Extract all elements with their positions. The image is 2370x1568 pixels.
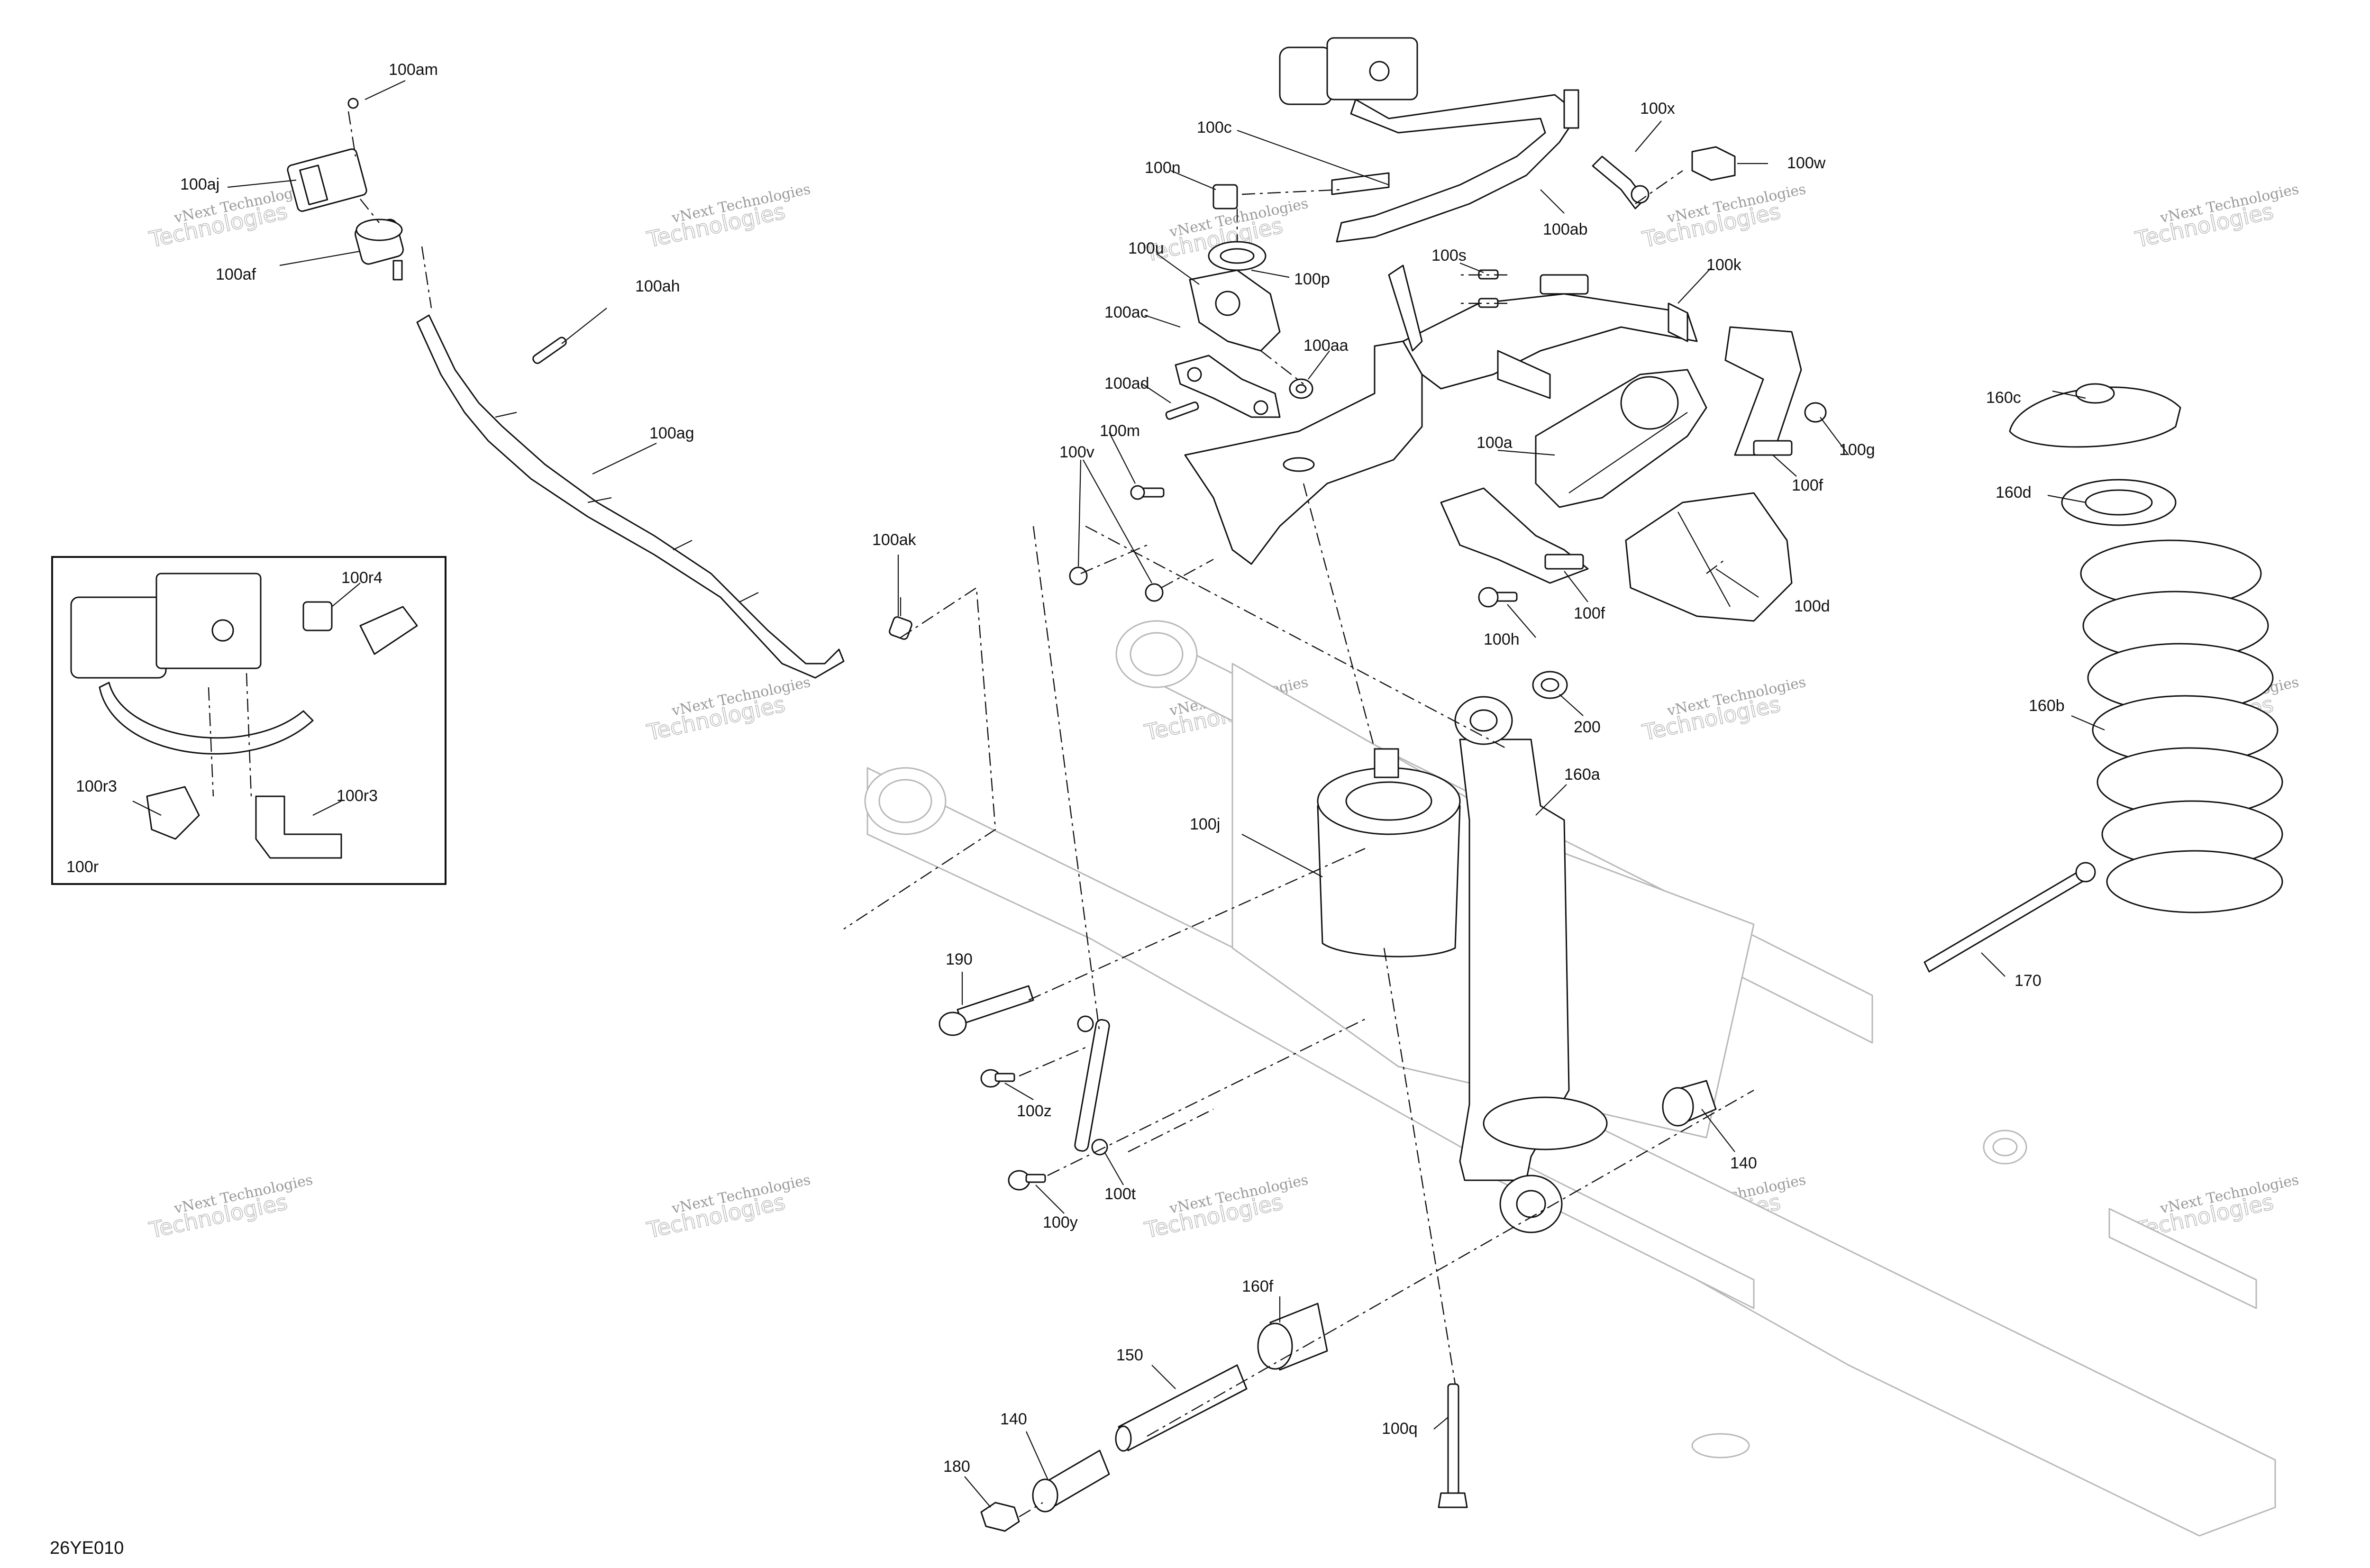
callouts: 100am 100aj 100af 100ah 100ag 100ak 100c…: [66, 61, 2065, 1476]
clamp-100f-rear: [1724, 326, 1802, 456]
callout-160b: 160b: [2029, 697, 2065, 715]
callout-100r4: 100r4: [341, 569, 383, 587]
callout-100y: 100y: [1043, 1213, 1078, 1231]
elbow-100x: [1592, 155, 1650, 210]
callout-100p: 100p: [1294, 270, 1330, 288]
callout-180: 180: [943, 1458, 970, 1476]
callout-100s: 100s: [1431, 246, 1467, 264]
nut-180: [980, 1502, 1020, 1532]
callout-100ah: 100ah: [635, 277, 680, 295]
callout-160d: 160d: [1996, 483, 2032, 501]
bushing-140-right: [1662, 1080, 1717, 1127]
callout-140-left: 140: [1000, 1410, 1027, 1428]
screw-100y: [1008, 1170, 1046, 1191]
callout-160a: 160a: [1564, 766, 1600, 784]
link-100ac: [1175, 355, 1281, 418]
screws-100s: [1478, 269, 1499, 308]
shield-100d: [1625, 492, 1793, 622]
nut-100aa: [1289, 378, 1313, 399]
clamp-100f-front: [1440, 487, 1589, 584]
callout-100w: 100w: [1787, 154, 1826, 172]
bolt-170: [1923, 862, 2096, 973]
callout-100v: 100v: [1059, 443, 1094, 461]
fitting-100af: [355, 219, 404, 281]
callout-100g: 100g: [1839, 441, 1875, 459]
coil-spring-160b: [2080, 539, 2283, 913]
callout-100am: 100am: [389, 61, 438, 79]
callout-100t: 100t: [1104, 1185, 1136, 1203]
bracket-100u: [1189, 269, 1281, 352]
screws-100v: [1069, 566, 1164, 602]
callout-100ad: 100ad: [1104, 374, 1149, 392]
callout-100u: 100u: [1128, 239, 1164, 257]
callout-100a: 100a: [1477, 434, 1513, 452]
shock-absorber-160a: [1454, 696, 1608, 1233]
screw-100z: [980, 1069, 1015, 1088]
harness-100ag: [416, 314, 845, 679]
callout-100ab: 100ab: [1543, 220, 1588, 238]
bushing-140-left: [1032, 1449, 1110, 1513]
callout-100x: 100x: [1640, 100, 1675, 118]
compressor-100a: [1535, 369, 1707, 508]
bushing-100p: [1208, 241, 1267, 271]
callout-100ak: 100ak: [872, 531, 917, 549]
callout-100z: 100z: [1017, 1102, 1052, 1120]
callout-100ac: 100ac: [1104, 303, 1149, 321]
callout-160c: 160c: [1986, 389, 2021, 407]
callout-100f-top: 100f: [1792, 476, 1823, 494]
bushing-160f: [1257, 1303, 1328, 1371]
sleeve-150: [1115, 1364, 1248, 1452]
compressor-100c: [1279, 37, 1579, 243]
callout-160f: 160f: [1242, 1277, 1274, 1295]
callout-140-right: 140: [1730, 1154, 1757, 1172]
fitting-100n: [1212, 184, 1238, 210]
bushing-200: [1532, 671, 1568, 699]
callout-100d: 100d: [1794, 597, 1830, 615]
callout-200: 200: [1574, 718, 1601, 736]
link-100t: [1074, 1015, 1110, 1156]
callout-100r3-left: 100r3: [76, 777, 117, 795]
pin-100ah: [532, 337, 567, 364]
callout-100m: 100m: [1100, 422, 1140, 440]
callout-190: 190: [946, 950, 973, 968]
swing-arm-frame: [864, 620, 2276, 1537]
callout-170: 170: [2014, 972, 2042, 990]
callout-100n: 100n: [1145, 159, 1181, 177]
bracket-100k: [1184, 264, 1698, 565]
callout-100aa: 100aa: [1304, 337, 1349, 355]
nut-100w: [1691, 146, 1736, 181]
callout-100aj: 100aj: [180, 175, 219, 193]
spring-seat-160c: [2009, 383, 2181, 448]
bolt-100h: [1478, 587, 1518, 608]
bolt-100q: [1438, 1383, 1468, 1508]
fitting-100ak: [889, 597, 912, 640]
bolt-100ad: [1165, 401, 1199, 420]
callout-100r3-right: 100r3: [337, 787, 378, 805]
spring-isolator-160d: [2061, 479, 2177, 526]
callout-100ag: 100ag: [649, 424, 694, 442]
bolt-190: [939, 985, 1034, 1036]
leader-lines: [132, 80, 2105, 1508]
diagram-code: 26YE010: [50, 1538, 124, 1558]
nut-100g: [1804, 402, 1827, 423]
callout-150: 150: [1116, 1346, 1143, 1364]
assembly-lines: [208, 111, 1754, 1518]
connector-100aj: [287, 98, 367, 212]
callout-100f-bottom: 100f: [1574, 604, 1605, 622]
inset-100r: [51, 556, 447, 885]
callout-100h: 100h: [1484, 630, 1520, 648]
callout-100af: 100af: [216, 265, 256, 283]
air-spring-100j: [1317, 748, 1461, 957]
callout-100c: 100c: [1197, 119, 1232, 137]
callout-100k: 100k: [1706, 256, 1742, 274]
inset-label-100r: 100r: [66, 858, 99, 876]
callout-100q: 100q: [1382, 1420, 1418, 1438]
screw-100m: [1130, 485, 1165, 500]
callout-100j: 100j: [1190, 815, 1220, 833]
